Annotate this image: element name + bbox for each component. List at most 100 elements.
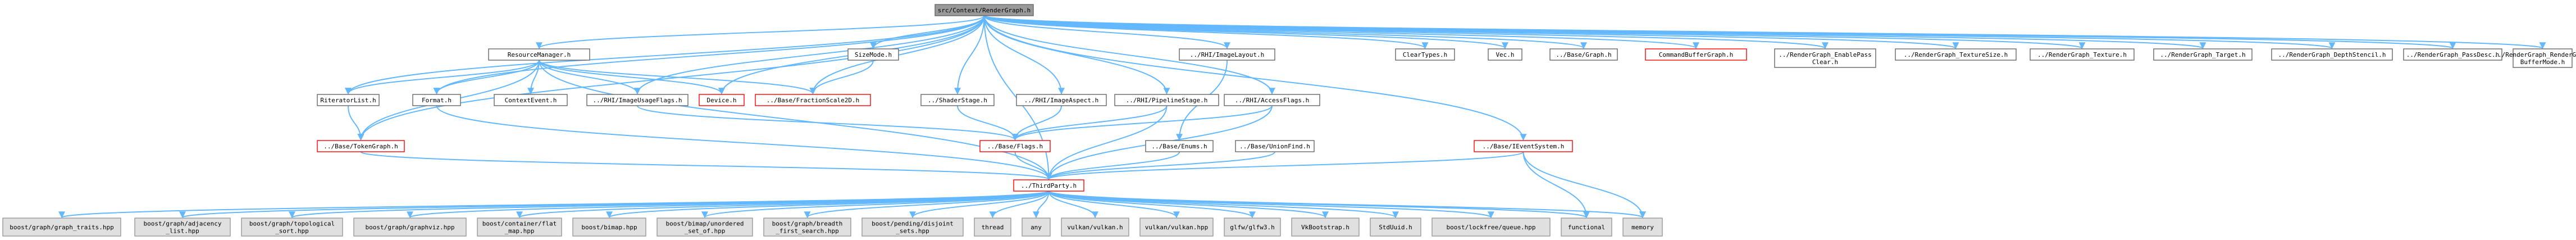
node-vulkan_hpp[interactable]: vulkan/vulkan.hpp (1139, 218, 1214, 237)
node-box (1395, 48, 1455, 61)
node-b_bimap_unordered[interactable]: boost/bimap/unordered_set_of.hpp (656, 218, 753, 237)
node-box (2271, 48, 2393, 61)
node-cmdbuf[interactable]: CommandBufferGraph.h (1645, 48, 1747, 61)
node-b_graph_bfs[interactable]: boost/graph/breadth_first_search.hpp (763, 218, 851, 237)
node-box (1022, 218, 1051, 237)
node-rg_buffermode[interactable]: ../RenderGraph_RenderGraphBufferMode.h (2494, 48, 2576, 68)
node-base_fraction[interactable]: ../Base/FractionScale2D.h (755, 94, 871, 106)
node-vec[interactable]: Vec.h (1488, 48, 1522, 61)
node-label: ../RenderGraph_Texture.h (2037, 51, 2127, 58)
node-label: glfw/glfw3.h (1230, 224, 1274, 231)
node-label: vulkan/vulkan.hpp (1145, 224, 1209, 231)
node-base_tokengraph[interactable]: ../Base/TokenGraph.h (317, 140, 405, 152)
edge-thirdparty-to-stduuid (1048, 191, 1399, 219)
node-label: ../RenderGraph_RenderGraph (2494, 51, 2576, 58)
node-cleartypes[interactable]: ClearTypes.h (1395, 48, 1455, 61)
node-rg_texsize[interactable]: ../RenderGraph_TextureSize.h (1895, 48, 2017, 61)
edge-root-to-format (433, 15, 985, 95)
node-box (1645, 48, 1747, 61)
node-root[interactable]: src/Context/RenderGraph.h (934, 4, 1034, 16)
node-rg_texture[interactable]: ../RenderGraph_Texture.h (2030, 48, 2135, 61)
node-contextevent[interactable]: ContextEvent.h (494, 94, 568, 106)
node-format[interactable]: Format.h (412, 94, 461, 106)
edge-resmgr-to-riterator (345, 60, 540, 95)
node-label: _set_of.hpp (685, 228, 726, 235)
node-box (1488, 48, 1522, 61)
node-box (2513, 48, 2573, 68)
node-functional[interactable]: functional (1561, 218, 1612, 237)
node-label: ../ShaderStage.h (928, 97, 987, 104)
node-label: memory (1631, 224, 1654, 231)
node-b_graph_adjacency[interactable]: boost/graph/adjacency_list.hpp (134, 218, 231, 237)
node-box (586, 94, 689, 106)
node-box (1561, 218, 1612, 237)
node-vkbootstrap[interactable]: VkBootstrap.h (1291, 218, 1360, 237)
node-device[interactable]: Device.h (699, 94, 745, 106)
node-box (2030, 48, 2135, 61)
edge-shaderstage-to-base_flags (957, 105, 1019, 141)
node-b_bimap[interactable]: boost/bimap.hpp (572, 218, 646, 237)
node-label: ../RHI/PipelineStage.h (1126, 97, 1208, 104)
node-box (1224, 94, 1320, 106)
node-glfw[interactable]: glfw/glfw3.h (1224, 218, 1281, 237)
node-b_lockfree[interactable]: boost/lockfree/queue.hpp (1431, 218, 1551, 237)
edge-root-to-base_ieventsystem (983, 15, 1527, 141)
node-box (755, 94, 871, 106)
node-b_pending_disjoint[interactable]: boost/pending/disjoint_sets.hpp (861, 218, 964, 237)
node-vulkan_h[interactable]: vulkan/vulkan.h (1061, 218, 1129, 237)
node-b_graph_topological[interactable]: boost/graph/topological_sort.hpp (241, 218, 343, 237)
node-label: any (1031, 224, 1042, 231)
node-base_unionfind[interactable]: ../Base/UnionFind.h (1235, 140, 1315, 152)
node-box (241, 218, 343, 237)
node-box (656, 218, 753, 237)
node-rhi_imageusageflags[interactable]: ../RHI/ImageUsageFlags.h (586, 94, 689, 106)
node-label: boost/lockfree/queue.hpp (1447, 224, 1536, 231)
node-box (494, 94, 568, 106)
node-rg_passdesc[interactable]: ../RenderGraph_PassDesc.h (2403, 48, 2502, 61)
edge-resmgr-to-base_fraction (539, 60, 817, 95)
node-base_enums[interactable]: ../Base/Enums.h (1145, 140, 1214, 152)
node-label: Vec.h (1496, 51, 1514, 58)
node-label: ../Base/FractionScale2D.h (767, 97, 860, 104)
node-label: ../Base/Enums.h (1151, 143, 1207, 150)
node-box (477, 218, 562, 237)
node-base_flags[interactable]: ../Base/Flags.h (979, 140, 1051, 152)
node-rhi_imagelayout[interactable]: ../RHI/ImageLayout.h (1179, 48, 1275, 61)
node-shaderstage[interactable]: ../ShaderStage.h (920, 94, 995, 106)
node-b_graph_graphviz[interactable]: boost/graph/graphviz.hpp (353, 218, 467, 237)
edge-thirdparty-to-b_graph_bfs (804, 191, 1050, 219)
node-rhi_imageaspect[interactable]: ../RHI/ImageAspect.h (1016, 94, 1107, 106)
node-b_container_flatmap[interactable]: boost/container/flat_map.hpp (477, 218, 562, 237)
node-thread[interactable]: thread (974, 218, 1011, 237)
node-memory[interactable]: memory (1622, 218, 1663, 237)
node-rhi_pipelinestage[interactable]: ../RHI/PipelineStage.h (1114, 94, 1219, 106)
edge-thirdparty-to-vulkan_hpp (1048, 191, 1180, 219)
node-resmgr[interactable]: ResourceManager.h (488, 48, 590, 61)
node-label: ../Base/UnionFind.h (1239, 143, 1310, 150)
node-sizemode[interactable]: SizeMode.h (847, 48, 899, 61)
edge-base_ieventsystem-to-functional (1522, 151, 1590, 219)
node-label: ../RenderGraph_DepthStencil.h (2278, 51, 2386, 58)
node-label: boost/graph/graphviz.hpp (366, 224, 455, 231)
node-label: Clear.h (1812, 58, 1838, 66)
node-b_graph_traits[interactable]: boost/graph/graph_traits.hpp (2, 218, 121, 237)
node-layer: src/Context/RenderGraph.hResourceManager… (2, 4, 2576, 237)
node-riterator[interactable]: RiteratorList.h (317, 94, 380, 106)
node-rg_target[interactable]: ../RenderGraph_Target.h (2153, 48, 2253, 61)
node-thirdparty[interactable]: ../ThirdParty.h (1013, 179, 1084, 192)
node-label: thread (982, 224, 1004, 231)
edge-base_ieventsystem-to-memory (1522, 151, 1646, 219)
node-rg_depthstencil[interactable]: ../RenderGraph_DepthStencil.h (2271, 48, 2393, 61)
node-box (1145, 140, 1214, 152)
node-label: BufferMode.h (2520, 58, 2565, 66)
edge-sizemode-to-base_fraction (809, 60, 874, 95)
node-rhi_accessflags[interactable]: ../RHI/AccessFlags.h (1224, 94, 1320, 106)
node-box (572, 218, 646, 237)
node-any[interactable]: any (1022, 218, 1051, 237)
node-base_graph[interactable]: ../Base/Graph.h (1549, 48, 1618, 61)
node-stduuid[interactable]: StdUuid.h (1370, 218, 1421, 237)
node-label: ../RHI/AccessFlags.h (1235, 97, 1309, 104)
edge-rhi_pipelinestage-to-base_flags (1011, 105, 1168, 141)
node-base_ieventsystem[interactable]: ../Base/IEventSystem.h (1474, 140, 1573, 152)
